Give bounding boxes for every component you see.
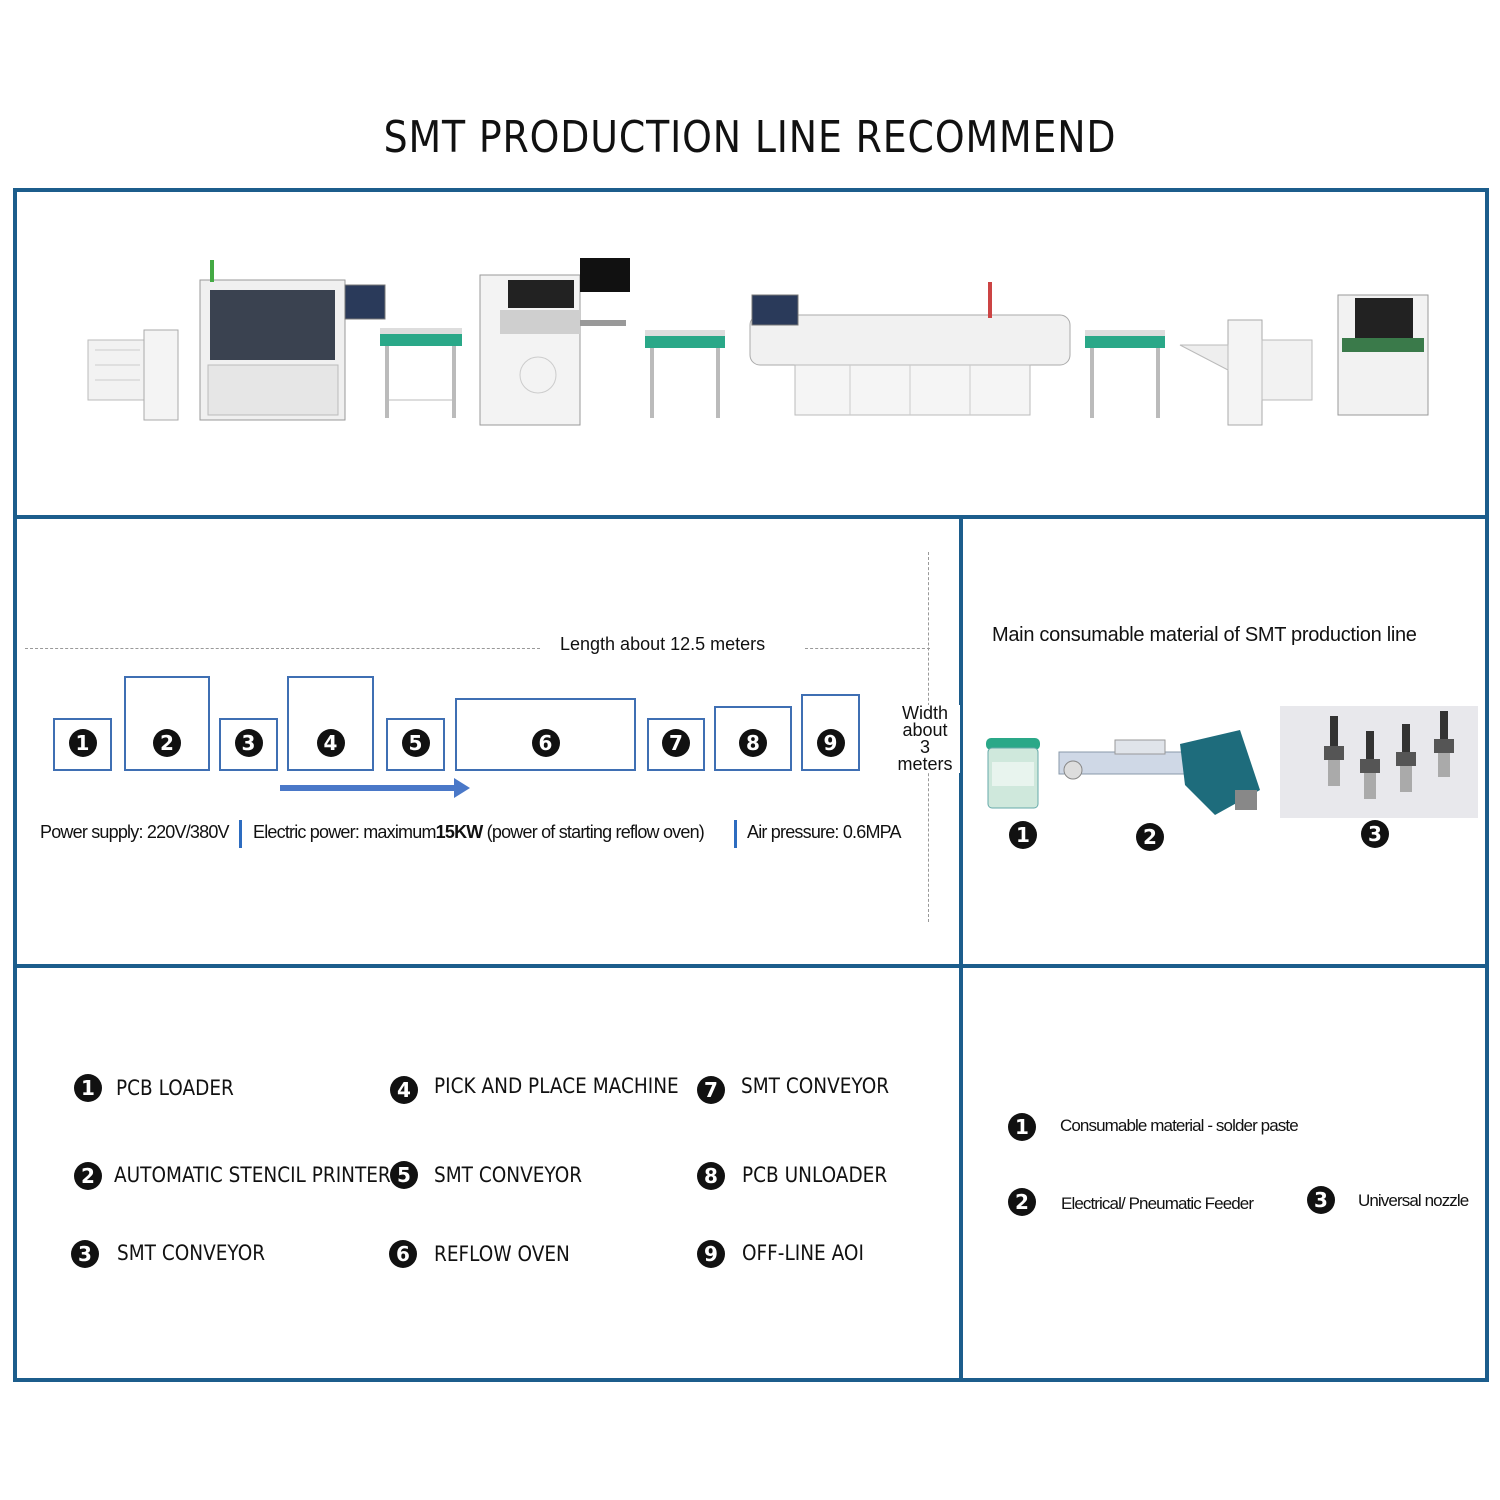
legend-badge-8: 8 bbox=[697, 1162, 725, 1190]
layout-box-6: 6 bbox=[455, 698, 636, 771]
consumable-legend-badge-2: 2 bbox=[1008, 1188, 1036, 1216]
consumable-legend-badge-3: 3 bbox=[1307, 1186, 1335, 1214]
production-line-illustration bbox=[80, 250, 1440, 440]
divider-middle bbox=[13, 964, 1485, 968]
spec-separator-2 bbox=[734, 820, 737, 848]
consumable-photo-badge-1: 1 bbox=[1009, 821, 1037, 849]
spec-electric-prefix: Electric power: maximum bbox=[253, 822, 436, 842]
layout-box-3-badge: 3 bbox=[234, 729, 263, 757]
layout-box-7-badge: 7 bbox=[662, 729, 690, 757]
length-dash-right bbox=[805, 648, 930, 649]
layout-box-8-badge: 8 bbox=[739, 729, 767, 757]
solder-paste-photo bbox=[986, 738, 1040, 809]
page-title: SMT PRODUCTION LINE RECOMMEND bbox=[383, 112, 1117, 163]
consumables-heading: Main consumable material of SMT producti… bbox=[992, 624, 1417, 646]
layout-box-2: 2 bbox=[124, 676, 210, 771]
conveyor-2-machine bbox=[645, 330, 725, 418]
layout-box-1-badge: 1 bbox=[68, 729, 97, 757]
legend-badge-6: 6 bbox=[389, 1240, 417, 1268]
legend-label-2: AUTOMATIC STENCIL PRINTER bbox=[114, 1163, 391, 1187]
legend-badge-3: 3 bbox=[71, 1240, 99, 1268]
layout-box-9-badge: 9 bbox=[816, 729, 845, 757]
consumable-legend-label-3: Universal nozzle bbox=[1358, 1191, 1469, 1210]
divider-top bbox=[13, 515, 1485, 519]
width-label: Width about 3 meters bbox=[890, 703, 960, 774]
consumable-photo-badge-3: 3 bbox=[1361, 820, 1389, 848]
divider-vertical bbox=[959, 515, 963, 1378]
layout-box-5: 5 bbox=[386, 718, 445, 771]
pcb-unloader-machine bbox=[1179, 319, 1313, 426]
spec-power-supply: Power supply: 220V/380V bbox=[40, 822, 230, 842]
length-dash-left bbox=[25, 648, 540, 649]
layout-box-6-badge: 6 bbox=[531, 729, 560, 757]
width-label-line-3: 3 meters bbox=[897, 737, 953, 774]
stencil-printer-machine bbox=[199, 260, 386, 421]
legend-badge-4: 4 bbox=[390, 1076, 418, 1104]
aoi-machine bbox=[1337, 294, 1429, 416]
reflow-oven-machine bbox=[749, 282, 1071, 416]
legend-label-7: SMT CONVEYOR bbox=[741, 1074, 890, 1098]
layout-box-3: 3 bbox=[219, 718, 278, 771]
consumable-photo-badge-2: 2 bbox=[1136, 823, 1164, 851]
spec-separator-1 bbox=[239, 820, 242, 848]
layout-box-5-badge: 5 bbox=[401, 729, 430, 757]
legend-label-6: REFLOW OVEN bbox=[434, 1242, 570, 1266]
legend-label-3: SMT CONVEYOR bbox=[117, 1241, 266, 1265]
spec-electric-power: Electric power: maximum15KW (power of st… bbox=[253, 822, 705, 843]
legend-badge-1: 1 bbox=[74, 1074, 102, 1102]
consumable-legend-label-2: Electrical/ Pneumatic Feeder bbox=[1061, 1194, 1254, 1213]
nozzle-photo bbox=[1280, 706, 1478, 818]
legend-label-8: PCB UNLOADER bbox=[742, 1163, 888, 1187]
width-label-line-2: about bbox=[902, 720, 948, 740]
legend-badge-2: 2 bbox=[74, 1162, 102, 1190]
feeder-photo bbox=[1058, 730, 1260, 815]
outer-frame bbox=[13, 188, 1489, 1382]
layout-box-1: 1 bbox=[53, 718, 112, 771]
consumable-legend-label-1: Consumable material - solder paste bbox=[1060, 1116, 1299, 1135]
legend-label-4: PICK AND PLACE MACHINE bbox=[434, 1074, 679, 1098]
flow-arrow bbox=[280, 778, 470, 798]
spec-electric-bold: 15KW bbox=[435, 822, 484, 842]
layout-box-9: 9 bbox=[801, 694, 860, 771]
layout-box-4-badge: 4 bbox=[316, 729, 345, 757]
pick-and-place-machine bbox=[479, 258, 630, 426]
layout-box-2-badge: 2 bbox=[153, 729, 181, 757]
legend-label-9: OFF-LINE AOI bbox=[742, 1241, 864, 1265]
machines-graphic bbox=[87, 258, 1429, 426]
pcb-loader-machine bbox=[87, 329, 179, 421]
width-label-line-1: Width bbox=[901, 703, 948, 723]
conveyor-3-machine bbox=[1085, 330, 1165, 418]
legend-label-5: SMT CONVEYOR bbox=[434, 1163, 583, 1187]
legend-badge-7: 7 bbox=[697, 1076, 725, 1104]
layout-box-8: 8 bbox=[714, 706, 792, 771]
legend-badge-9: 9 bbox=[697, 1240, 725, 1268]
nozzles-graphic bbox=[1324, 711, 1454, 799]
legend-label-1: PCB LOADER bbox=[116, 1076, 234, 1100]
legend-badge-5: 5 bbox=[390, 1161, 418, 1189]
conveyor-1-machine bbox=[380, 328, 462, 418]
layout-box-7: 7 bbox=[647, 718, 705, 771]
layout-box-4: 4 bbox=[287, 676, 374, 771]
consumable-legend-badge-1: 1 bbox=[1008, 1113, 1036, 1141]
spec-electric-suffix: (power of starting reflow oven) bbox=[482, 822, 705, 842]
spec-air-pressure: Air pressure: 0.6MPA bbox=[747, 822, 902, 842]
length-label: Length about 12.5 meters bbox=[560, 634, 766, 654]
